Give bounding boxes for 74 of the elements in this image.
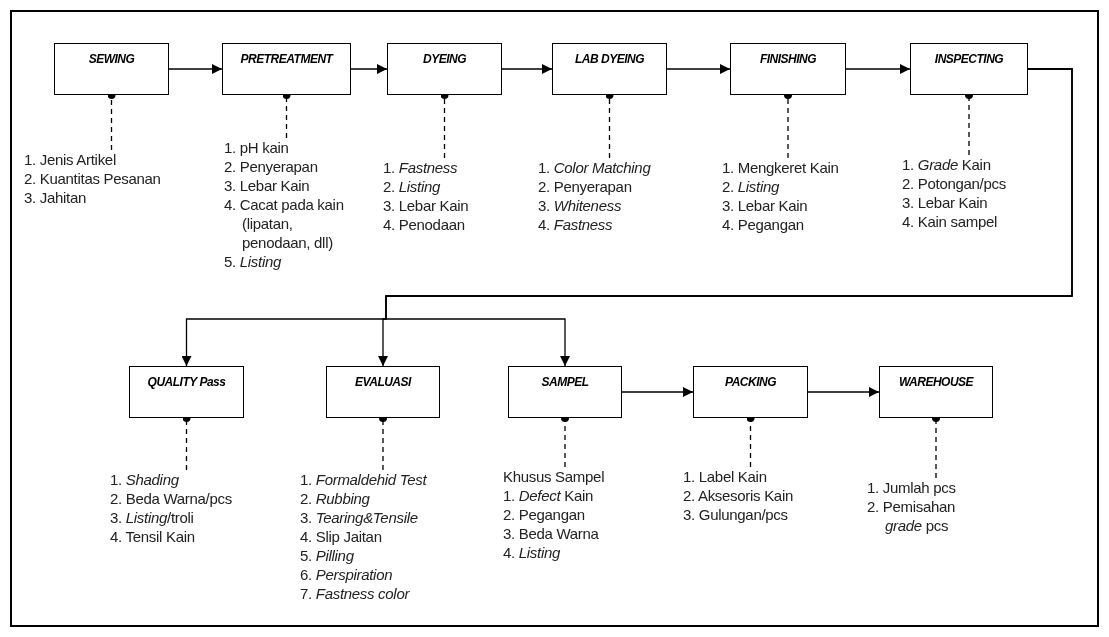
checklist-item: 3. Listing/troli (110, 508, 195, 527)
checklist-item: 3. Tearing&Tensile (300, 508, 419, 527)
checklist-item: 4. Tensil Kain (110, 527, 196, 546)
checklist-item: 1. Jenis Artikel (24, 150, 117, 169)
process-title: FINISHING (759, 53, 817, 68)
process-title: QUALITY Pass (147, 376, 226, 391)
process-box (129, 366, 244, 418)
checklist-item: 5. Pilling (300, 546, 355, 565)
checklist-item: 1. Formaldehid Test (300, 470, 428, 489)
process-title: LAB DYEING (575, 53, 644, 68)
arrow (621, 387, 694, 397)
arrow (168, 64, 223, 74)
checklist-item: 3. Lebar Kain (722, 196, 809, 215)
checklist-item: 1. Jumlah pcs (867, 478, 957, 497)
checklist-item: 3. Beda Warna (503, 524, 600, 543)
checklist-item: 1. Shading (110, 470, 180, 489)
checklist-item: 3. Gulungan/pcs (683, 505, 789, 524)
checklist-item: 3. Lebar Kain (383, 196, 470, 215)
checklist-item: 1. Fastness (383, 158, 459, 177)
checklist-item: 3. Lebar Kain (902, 193, 989, 212)
process-box (326, 366, 440, 418)
checklist-item: 4. Fastness (538, 215, 614, 234)
checklist-item: 1. pH kain (224, 138, 290, 157)
checklist-item: 2. Listing (722, 177, 781, 196)
checklist-item: 2. Kuantitas Pesanan (24, 169, 162, 188)
checklist-item: 7. Fastness color (300, 584, 411, 603)
checklist-item: 3. Lebar Kain (224, 176, 311, 195)
checklist-item: 3. Whiteness (538, 196, 623, 215)
checklist-item: 3. Jahitan (24, 188, 88, 207)
checklist-item: 1. Color Matching (538, 158, 652, 177)
checklist-item: 2. Potongan/pcs (902, 174, 1007, 193)
arrow (807, 387, 880, 397)
process-box (222, 43, 351, 95)
process-box (910, 43, 1028, 95)
process-box (730, 43, 846, 95)
checklist-item: 2. Penyerapan (224, 157, 319, 176)
process-box (387, 43, 502, 95)
checklist-item: 1. Defect Kain (503, 486, 595, 505)
process-title: WAREHOUSE (898, 376, 974, 391)
arrow (350, 64, 388, 74)
checklist-item: 2. Pemisahan grade pcs (867, 497, 957, 535)
checklist-item: 4. Cacat pada kain (lipatan, penodaan, dll) (224, 195, 345, 252)
checklist-item: 2. Aksesoris Kain (683, 486, 794, 505)
process-title: EVALUASI (355, 376, 411, 391)
process-title: PACKING (725, 376, 776, 391)
process-box (508, 366, 622, 418)
checklist-item: 4. Listing (503, 543, 562, 562)
checklist-item: 5. Listing (224, 252, 283, 271)
checklist-item: 2. Beda Warna/pcs (110, 489, 233, 508)
process-box (693, 366, 808, 418)
checklist-item: 2. Penyerapan (538, 177, 633, 196)
checklist-item: 6. Perspiration (300, 565, 394, 584)
process-box (879, 366, 993, 418)
checklist-item: 2. Rubbing (300, 489, 371, 508)
process-title: DYEING (423, 53, 466, 68)
checklist-item: 4. Pegangan (722, 215, 805, 234)
checklist-item: 4. Penodaan (383, 215, 466, 234)
process-title: PRETREATMENT (240, 53, 333, 68)
arrow (666, 64, 731, 74)
checklist-item: 2. Pegangan (503, 505, 586, 524)
checklist-item: 1. Grade Kain (902, 155, 992, 174)
checklist-item: 1. Label Kain (683, 467, 768, 486)
checklist-item: 2. Listing (383, 177, 442, 196)
arrow (501, 64, 553, 74)
checklist-item: 4. Slip Jaitan (300, 527, 383, 546)
arrow (845, 64, 911, 74)
process-title: SAMPEL (541, 376, 589, 391)
checklist-item: Khusus Sampel (503, 467, 606, 486)
process-box (552, 43, 667, 95)
process-title: SEWING (88, 53, 135, 68)
process-title: INSPECTING (934, 53, 1004, 68)
checklist-item: 4. Kain sampel (902, 212, 999, 231)
process-box (54, 43, 169, 95)
checklist-item: 1. Mengkeret Kain (722, 158, 840, 177)
